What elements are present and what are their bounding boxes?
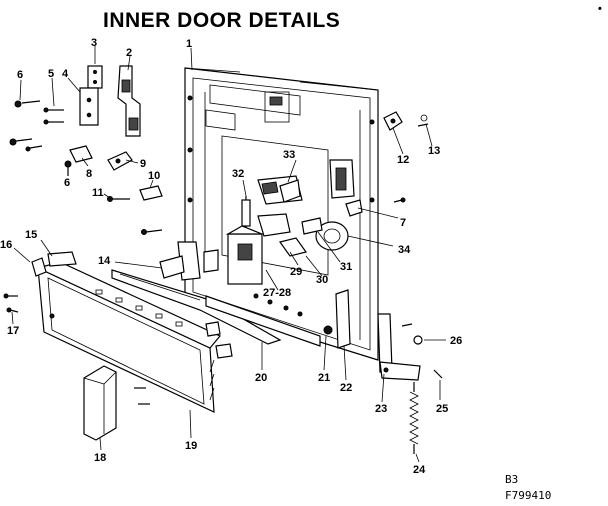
callout-21: 21: [318, 372, 330, 384]
right-side-parts: [345, 111, 429, 217]
callout-33: 33: [283, 149, 295, 161]
callout-16: 16: [0, 239, 12, 251]
diagram-title: INNER DOOR DETAILS: [103, 9, 340, 32]
hinge-spring-parts: [377, 313, 443, 454]
callout-8: 8: [86, 168, 92, 180]
part-18: [83, 365, 117, 441]
page-code: B3: [505, 473, 518, 486]
callout-18: 18: [94, 452, 106, 464]
latch-mechanism: [225, 159, 355, 285]
callout-23: 23: [375, 403, 387, 415]
callout-13: 13: [428, 145, 440, 157]
callout-5: 5: [48, 68, 54, 80]
callout-6-bottom: 6: [64, 177, 70, 189]
callout-9: 9: [140, 158, 146, 170]
callout-20: 20: [255, 372, 267, 384]
callout-29: 29: [290, 266, 302, 278]
latch-parts: [69, 145, 163, 202]
callout-10: 10: [148, 170, 160, 182]
callout-numbers: 1 2 3 4 5 6 6 7 8 9 10 11 12 13 14 15 16…: [0, 37, 462, 476]
callout-22: 22: [340, 382, 352, 394]
callout-26: 26: [450, 335, 462, 347]
callout-1: 1: [186, 38, 192, 50]
callout-31: 31: [340, 261, 352, 273]
hinge-parts: [9, 65, 141, 176]
callout-32: 32: [232, 168, 244, 180]
callout-19: 19: [185, 440, 197, 452]
callout-27-28: 27-28: [263, 287, 291, 299]
callout-25: 25: [436, 403, 448, 415]
callout-15: 15: [25, 229, 37, 241]
callout-24: 24: [413, 464, 426, 476]
callout-34: 34: [398, 244, 411, 256]
callout-12: 12: [397, 154, 409, 166]
callout-4: 4: [62, 68, 69, 80]
callout-30: 30: [316, 274, 328, 286]
callout-6-top: 6: [17, 69, 23, 81]
callout-2: 2: [126, 47, 132, 59]
callout-11: 11: [92, 187, 104, 199]
callout-3: 3: [91, 37, 97, 49]
lower-door-parts: [111, 229, 351, 349]
corner-mark: •: [598, 3, 602, 15]
control-panel: [31, 251, 233, 413]
callout-17: 17: [7, 325, 19, 337]
leader-lines: [11, 46, 446, 463]
screw-17: [3, 293, 19, 313]
figure-code: F799410: [505, 489, 551, 502]
callout-7: 7: [400, 217, 406, 229]
callout-14: 14: [98, 255, 111, 267]
